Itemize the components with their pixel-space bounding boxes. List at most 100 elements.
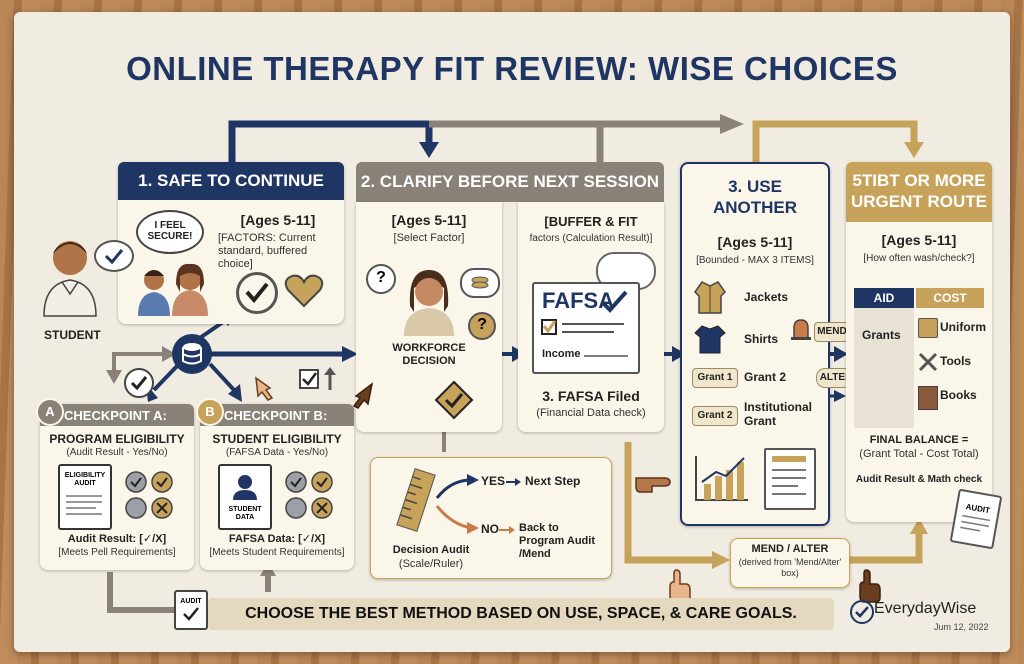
aid-header: AID xyxy=(854,288,914,308)
cost-item-tools: Tools xyxy=(940,354,972,368)
alarm-light-icon xyxy=(790,318,812,340)
use-item-grant-2: Grant 2 xyxy=(744,370,787,384)
student-avatar-icon xyxy=(40,234,100,317)
status-circles-b-icon xyxy=(282,470,342,520)
checkpoint-b-badge: B xyxy=(196,398,224,426)
panel-2-left-card: [Ages 5-11] [Select Factor] ? ? WORKFORC… xyxy=(356,202,502,432)
decision-diamond-icon xyxy=(434,380,474,420)
ruler-icon xyxy=(396,468,436,532)
checkpoint-a-header: CHECKPOINT A: xyxy=(64,408,167,423)
student-label: STUDENT xyxy=(44,328,101,342)
decision-audit-sub: (Scale/Ruler) xyxy=(398,558,464,570)
tools-icon xyxy=(918,352,938,372)
use-item-jackets: Jackets xyxy=(744,290,789,304)
uniform-icon xyxy=(918,318,938,338)
check-thought-bubble-icon xyxy=(94,240,134,272)
cost-item-books: Books xyxy=(940,388,977,402)
checkpoint-b-sub: (FAFSA Data - Yes/No) xyxy=(225,447,329,458)
yes-label: YES xyxy=(481,474,506,488)
panel-clarify-before-next-session: 2. CLARIFY BEFORE NEXT SESSION xyxy=(356,162,664,202)
feel-secure-bubble: I FEEL SECURE! xyxy=(136,210,204,254)
infographic-board: ONLINE THERAPY FIT REVIEW: WISE CHOICES xyxy=(14,12,1010,652)
bottom-banner-text: CHOOSE THE BEST METHOD BASED ON USE, SPA… xyxy=(245,605,797,622)
help-bubble-icon: ? xyxy=(366,264,396,294)
audit-clipboard-small-icon: AUDIT xyxy=(174,590,208,630)
cost-column: COST Uniform Tools Books xyxy=(916,288,986,428)
panel-1-factors: [FACTORS: Current standard, buffered cho… xyxy=(218,232,316,270)
hand-pointer-icon-4 xyxy=(344,380,374,410)
student-data-card-icon: STUDENT DATA xyxy=(218,464,272,530)
use-item-institutional-grant: Institutional Grant xyxy=(744,400,812,428)
pointer-hand-icon xyxy=(252,370,282,401)
checkpoint-b-header: CHECKPOINT B: xyxy=(224,408,328,423)
panel-2-left-ages: [Ages 5-11] xyxy=(391,212,467,228)
checkpoint-b-title: STUDENT ELIGIBILITY xyxy=(212,432,342,446)
hand-pointer-icon-3 xyxy=(856,568,882,604)
final-balance-label: FINAL BALANCE = xyxy=(869,434,969,446)
checkpoint-a-card: A CHECKPOINT A: PROGRAM ELIGIBILITY (Aud… xyxy=(36,398,194,570)
eligibility-clipboard-icon: ELIGIBILITY AUDIT xyxy=(58,464,112,530)
family-icon xyxy=(132,262,214,316)
no-next-label: Back to Program Audit /Mend xyxy=(519,522,595,560)
jacket-icon xyxy=(694,280,726,314)
panel-3-header: 3. USE ANOTHER xyxy=(712,177,798,217)
database-hub-icon xyxy=(172,334,212,374)
aid-item-grants: Grants xyxy=(862,328,901,342)
checkpoint-a-title: PROGRAM ELIGIBILITY xyxy=(49,432,185,446)
panel-3-sub: [Bounded - MAX 3 ITEMS] xyxy=(696,255,814,266)
checkpoint-a-sub: (Audit Result - Yes/No) xyxy=(66,447,168,458)
panel-1-header: 1. SAFE TO CONTINUE xyxy=(118,162,344,200)
mend-alter-sub: (derived from 'Mend/Alter' box) xyxy=(738,557,842,578)
audit-math-check: Audit Result & Math check xyxy=(855,474,983,485)
panel-use-another: 3. USE ANOTHER [Ages 5-11] [Bounded - MA… xyxy=(680,162,830,526)
fafsa-filed-caption: 3. FAFSA Filed xyxy=(542,388,640,404)
checkpoint-a-header-bar xyxy=(40,404,194,426)
brand-check-icon xyxy=(850,600,874,624)
buffer-fit-title: [BUFFER & FIT xyxy=(544,214,638,229)
grant-2-tag: Grant 2 xyxy=(692,406,738,426)
worker-avatar-icon xyxy=(400,266,458,336)
workforce-decision-label: WORKFORCE DECISION xyxy=(392,342,466,367)
panel-1-ages: [Ages 5-11] xyxy=(240,212,316,228)
fafsa-document-icon: FAFSA Income xyxy=(532,282,640,374)
aid-column: AID Grants xyxy=(854,288,914,428)
cost-item-uniform: Uniform xyxy=(940,320,986,334)
panel-safe-to-continue: 1. SAFE TO CONTINUE I FEEL SECURE! [Ages… xyxy=(118,162,344,324)
hand-pointer-icon-1 xyxy=(634,468,674,494)
bottom-banner: CHOOSE THE BEST METHOD BASED ON USE, SPA… xyxy=(208,598,834,630)
form-document-icon xyxy=(764,448,816,510)
page-title: ONLINE THERAPY FIT REVIEW: WISE CHOICES xyxy=(126,50,898,87)
audit-clipboard-icon: AUDIT xyxy=(949,488,1003,550)
check-circle-icon xyxy=(124,368,154,398)
decision-audit-label: Decision Audit xyxy=(392,544,470,556)
help-coin-icon: ? xyxy=(468,312,496,340)
panel-4-ages: [Ages 5-11] xyxy=(881,232,957,248)
grant-1-tag: Grant 1 xyxy=(692,368,738,388)
status-circles-icon xyxy=(122,470,182,520)
checkpoint-b-header-bar xyxy=(200,404,354,426)
no-label: NO xyxy=(481,522,499,536)
checkpoint-a-badge: A xyxy=(36,398,64,426)
mend-alter-box: MEND / ALTER (derived from 'Mend/Alter' … xyxy=(730,538,850,588)
buffer-fit-sub: factors (Calculation Result)] xyxy=(529,233,653,244)
heart-icon xyxy=(284,274,324,308)
panel-2-right-card: [BUFFER & FIT factors (Calculation Resul… xyxy=(518,202,664,432)
panel-4-header: 5TIBT OR MORE URGENT ROUTE xyxy=(846,162,992,222)
checkpoint-b-note: [Meets Student Requirements] xyxy=(209,547,345,558)
fafsa-doc-title: FAFSA xyxy=(542,288,615,313)
fafsa-doc-field: Income xyxy=(542,348,581,360)
brand-name: EverydayWise xyxy=(874,600,977,617)
checkpoint-a-result: Audit Result: [✓/X] xyxy=(67,533,167,545)
fafsa-filed-sub: (Financial Data check) xyxy=(536,407,646,419)
panel-2-header: 2. CLARIFY BEFORE NEXT SESSION xyxy=(356,162,664,202)
yes-next-label: Next Step xyxy=(525,474,581,488)
panel-4-sub: [How often wash/check?] xyxy=(863,253,975,264)
panel-urgent-route: 5TIBT OR MORE URGENT ROUTE [Ages 5-11] [… xyxy=(846,162,992,522)
coins-cloud-icon xyxy=(460,268,500,298)
final-balance-sub: (Grant Total - Cost Total) xyxy=(859,448,979,460)
cost-header: COST xyxy=(916,288,984,308)
panel-2-left-sub: [Select Factor] xyxy=(393,232,465,244)
panel-3-ages: [Ages 5-11] xyxy=(717,234,793,250)
decision-audit-box: YES Next Step NO Back to Program Audit /… xyxy=(370,457,612,579)
mend-alter-title: MEND / ALTER xyxy=(751,543,829,555)
